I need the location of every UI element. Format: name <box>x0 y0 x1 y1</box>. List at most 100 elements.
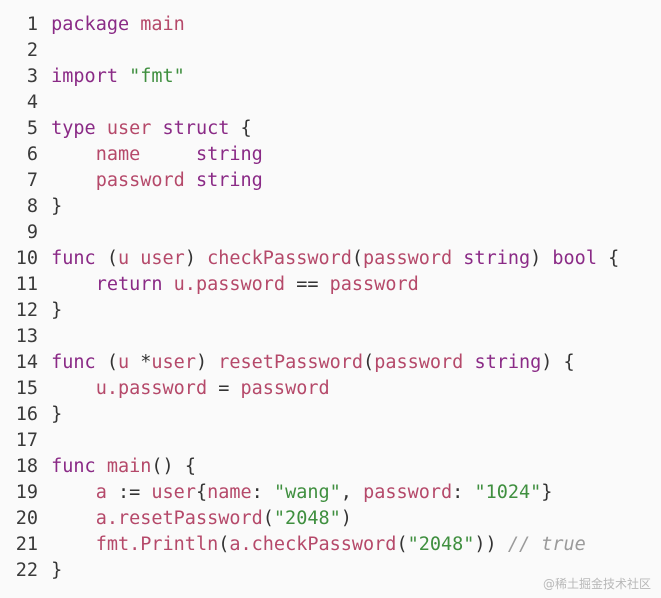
keyword-token: func <box>51 352 96 373</box>
line-number: 15 <box>15 378 38 399</box>
code-line: 18 func main() { <box>0 454 661 480</box>
line-number: 10 <box>15 248 38 269</box>
line-code: } <box>40 402 62 428</box>
identifier-token: password <box>363 482 453 503</box>
code-line: 11 return u.password == password <box>0 272 661 298</box>
line-code: return u.password == password <box>40 272 419 298</box>
punctuation-token: ) <box>340 508 352 529</box>
identifier-token: u <box>117 352 130 373</box>
identifier-token: fmt.Println <box>95 534 219 555</box>
punctuation-token: ( <box>363 352 375 373</box>
line-code: u.password = password <box>40 376 330 402</box>
punctuation-token: } <box>51 404 63 425</box>
code-line: 10 func (u user) checkPassword(password … <box>0 246 661 272</box>
identifier-token: checkPassword <box>207 248 352 269</box>
line-number: 16 <box>15 404 38 425</box>
identifier-token: user <box>140 248 185 269</box>
keyword-token: func <box>51 456 96 477</box>
punctuation-token <box>51 534 96 555</box>
string-token: "2048" <box>273 508 341 529</box>
punctuation-token: : <box>452 482 475 503</box>
punctuation-token: () { <box>151 456 196 477</box>
string-token: "1024" <box>474 482 542 503</box>
line-number: 18 <box>15 456 38 477</box>
line-number: 14 <box>15 352 38 373</box>
keyword-token: package <box>51 14 130 35</box>
keyword-token: string <box>474 352 542 373</box>
line-number: 22 <box>15 560 38 581</box>
string-token: "fmt" <box>129 66 185 87</box>
line-number: 19 <box>15 482 38 503</box>
punctuation-token <box>96 456 107 477</box>
punctuation-token <box>51 144 96 165</box>
punctuation-token: ( <box>95 248 118 269</box>
line-number: 21 <box>15 534 38 555</box>
line-number: 17 <box>15 430 38 451</box>
line-number: 13 <box>15 326 38 347</box>
keyword-token: string <box>195 170 263 191</box>
watermark: @稀土掘金技术社区 <box>542 577 651 591</box>
line-number: 6 <box>26 144 38 165</box>
punctuation-token: { <box>229 118 252 139</box>
line-code: type user struct { <box>40 116 252 142</box>
line-number: 4 <box>26 92 38 113</box>
code-line: 16 } <box>0 402 661 428</box>
line-code: fmt.Println(a.checkPassword("2048")) // … <box>40 532 586 558</box>
punctuation-token: ( <box>262 508 274 529</box>
code-line: 6 name string <box>0 142 661 168</box>
punctuation-token <box>140 144 196 165</box>
comment-token: // true <box>507 534 586 555</box>
line-code: func (u *user) resetPassword(password st… <box>40 350 575 376</box>
line-code <box>40 428 51 454</box>
punctuation-token: ) <box>184 248 208 269</box>
line-number: 11 <box>15 274 38 295</box>
line-code: import "fmt" <box>40 64 185 90</box>
punctuation-token: = <box>207 378 241 399</box>
identifier-token: user <box>151 482 196 503</box>
line-code: a := user{name: "wang", password: "1024"… <box>40 480 553 506</box>
punctuation-token <box>96 118 107 139</box>
keyword-token: string <box>195 144 263 165</box>
keyword-token: import <box>51 66 118 87</box>
punctuation-token <box>185 170 196 191</box>
punctuation-token: } <box>541 482 553 503</box>
identifier-token: user <box>106 118 152 139</box>
identifier-token: name <box>95 144 141 165</box>
punctuation-token: == <box>285 274 330 295</box>
code-line: 3 import "fmt" <box>0 64 661 90</box>
code-line: 4 <box>0 90 661 116</box>
line-code: func main() { <box>40 454 196 480</box>
punctuation-token: ( <box>95 352 118 373</box>
code-line: 22 } <box>0 558 661 584</box>
line-code: } <box>40 298 62 324</box>
identifier-token: a.checkPassword <box>229 534 397 555</box>
line-code: } <box>40 194 62 220</box>
keyword-token: struct <box>162 118 230 139</box>
punctuation-token <box>129 14 140 35</box>
identifier-token: name <box>207 482 252 503</box>
identifier-token: u <box>117 248 130 269</box>
line-number: 5 <box>26 118 38 139</box>
line-number: 3 <box>26 66 38 87</box>
punctuation-token <box>51 378 96 399</box>
punctuation-token: ( <box>396 534 408 555</box>
line-number: 9 <box>26 222 38 243</box>
punctuation-token: : <box>251 482 274 503</box>
punctuation-token <box>129 248 140 269</box>
punctuation-token: ) { <box>541 352 575 373</box>
punctuation-token: } <box>51 196 63 217</box>
code-line: 1 package main <box>0 12 661 38</box>
code-line: 2 <box>0 38 661 64</box>
keyword-token: bool <box>552 248 597 269</box>
identifier-token: password <box>95 170 185 191</box>
line-number: 20 <box>15 508 38 529</box>
identifier-token: u.password <box>95 378 208 399</box>
line-code <box>40 90 51 116</box>
punctuation-token <box>51 482 96 503</box>
code-line: 19 a := user{name: "wang", password: "10… <box>0 480 661 506</box>
punctuation-token <box>151 118 162 139</box>
code-line: 21 fmt.Println(a.checkPassword("2048")) … <box>0 532 661 558</box>
line-number: 8 <box>26 196 38 217</box>
